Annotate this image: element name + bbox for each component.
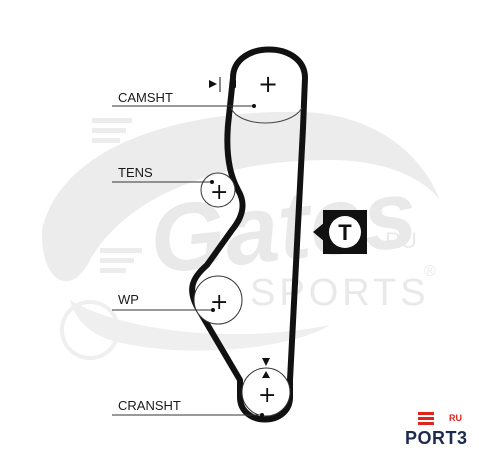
tensioner-badge-letter: T <box>338 220 352 245</box>
watermark-swoosh-shape <box>41 111 440 282</box>
crankshaft-plus-icon: + <box>258 383 276 408</box>
camshaft-timing-mark <box>209 77 236 92</box>
water-pump-pulley-circle <box>193 275 243 325</box>
crankshaft-pulley: + <box>241 367 291 417</box>
watermark-sports-text: SPORTS <box>250 272 430 314</box>
tensioner-callout: TENS <box>112 165 214 184</box>
watermark-registered-mark: ® <box>424 263 436 280</box>
logo-piston-icon <box>418 412 434 425</box>
crankshaft-timing-arrow-inner-icon <box>262 371 270 378</box>
port3-logo <box>403 410 463 460</box>
camshaft-timing-arrow-icon <box>209 80 217 88</box>
water-pump-label: WP <box>118 292 139 307</box>
crankshaft-timing-arrow-icon <box>262 358 270 366</box>
water-pump-pulley: + <box>193 275 243 325</box>
camshaft-pulley-outline <box>230 107 303 124</box>
camshaft-plus-icon: + <box>258 70 278 98</box>
tensioner-label: TENS <box>118 165 153 180</box>
water-pump-callout: WP <box>112 292 215 312</box>
camshaft-callout: CAMSHT <box>112 90 256 108</box>
logo-name: PORT3 <box>405 428 468 448</box>
gates-watermark: Gates SPORTS RU ® <box>41 111 440 360</box>
tensioner-plus-icon: + <box>210 180 228 205</box>
tensioner-badge: T <box>313 210 367 254</box>
crankshaft-label: CRANSHT <box>118 398 181 413</box>
crankshaft-callout: CRANSHT <box>112 398 264 417</box>
watermark-ru-text: RU <box>385 228 417 253</box>
camshaft-timing-arrow-inner-icon <box>229 80 236 88</box>
crankshaft-pulley-circle <box>241 367 291 417</box>
tensioner-badge-circle <box>329 216 361 248</box>
camshaft-label: CAMSHT <box>118 90 173 105</box>
watermark-gear-ring <box>60 300 120 360</box>
camshaft-pulley: + <box>230 70 303 124</box>
logo-ru-suffix: RU <box>449 413 462 423</box>
watermark-speed-lines <box>84 118 142 273</box>
water-pump-plus-icon: + <box>210 290 228 315</box>
watermark-lower-swoosh <box>70 300 330 351</box>
tensioner-pulley: + <box>200 172 236 208</box>
crankshaft-timing-mark <box>262 358 270 378</box>
tensioner-badge-pointer-icon <box>313 222 325 242</box>
